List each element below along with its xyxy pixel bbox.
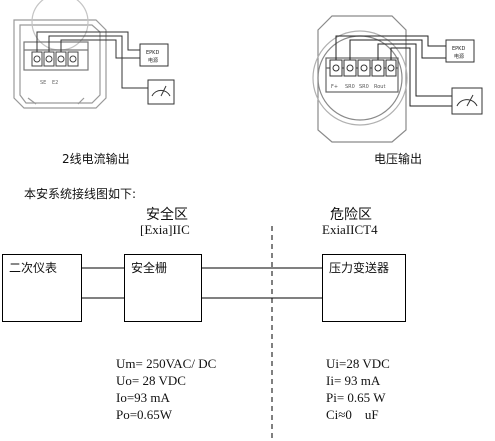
safe-zone-subtitle: [Exia]IIC <box>140 222 190 237</box>
safe-spec-uo: Uo= 28 VDC <box>116 373 186 388</box>
connection-lines <box>82 267 322 299</box>
hazard-spec-ii: Ii= 93 mA <box>326 373 381 388</box>
right-housing-drawing <box>312 15 408 143</box>
safe-spec-um: Um= 250VAC/ DC <box>116 356 217 371</box>
svg-text:EPKD: EPKD <box>146 50 159 56</box>
hazard-spec-list: Ui=28 VDC Ii= 93 mA Pi= 0.65 W Ci≈0 uF <box>326 355 390 423</box>
hazard-spec-ci: Ci≈0 uF <box>326 407 379 422</box>
safe-spec-list: Um= 250VAC/ DC Uo= 28 VDC Io=93 mA Po=0.… <box>116 355 216 423</box>
safe-spec-po: Po=0.65W <box>116 407 173 422</box>
left-terminal-label-e2: E2 <box>52 80 58 86</box>
barrier-box: 安全栅 <box>124 254 202 322</box>
right-wires <box>335 35 452 107</box>
svg-text:EPKD: EPKD <box>452 46 465 52</box>
section-title: 本安系统接线图如下: <box>24 187 137 201</box>
instrument-label: 二次仪表 <box>9 261 58 275</box>
left-terminal-block <box>31 51 79 67</box>
right-terminal-label-3: SR0 <box>359 84 369 90</box>
transmitter-box: 压力变送器 <box>322 254 406 322</box>
hazard-spec-pi: Pi= 0.65 W <box>326 390 386 405</box>
left-power-supply: EPKD 电源 <box>139 43 169 67</box>
barrier-label: 安全栅 <box>131 261 168 275</box>
svg-text:电源: 电源 <box>148 57 158 64</box>
right-terminal-label-4: Rout <box>374 84 385 90</box>
right-terminal-label-1: F+ <box>331 84 338 90</box>
hazard-zone-subtitle: ExiaIICT4 <box>322 222 378 237</box>
left-ammeter <box>147 79 175 105</box>
right-figure-caption: 电压输出 <box>374 152 423 166</box>
safe-spec-io: Io=93 mA <box>116 390 170 405</box>
right-power-supply: EPKD 电源 <box>445 39 475 63</box>
left-wires <box>36 31 150 89</box>
right-voltmeter <box>451 87 483 115</box>
instrument-box: 二次仪表 <box>2 254 82 322</box>
left-terminal-label-se: SE <box>40 80 46 86</box>
transmitter-label: 压力变送器 <box>329 261 390 275</box>
right-terminal-label-2: SR0 <box>345 84 355 90</box>
left-housing-drawing <box>13 0 107 109</box>
hazard-spec-ui: Ui=28 VDC <box>326 356 390 371</box>
svg-text:电源: 电源 <box>454 53 464 60</box>
hazard-zone-title: 危险区 <box>330 207 372 223</box>
safe-zone-title: 安全区 <box>146 207 188 223</box>
left-figure-caption: 2线电流输出 <box>62 152 130 166</box>
right-terminal-block <box>329 59 397 77</box>
